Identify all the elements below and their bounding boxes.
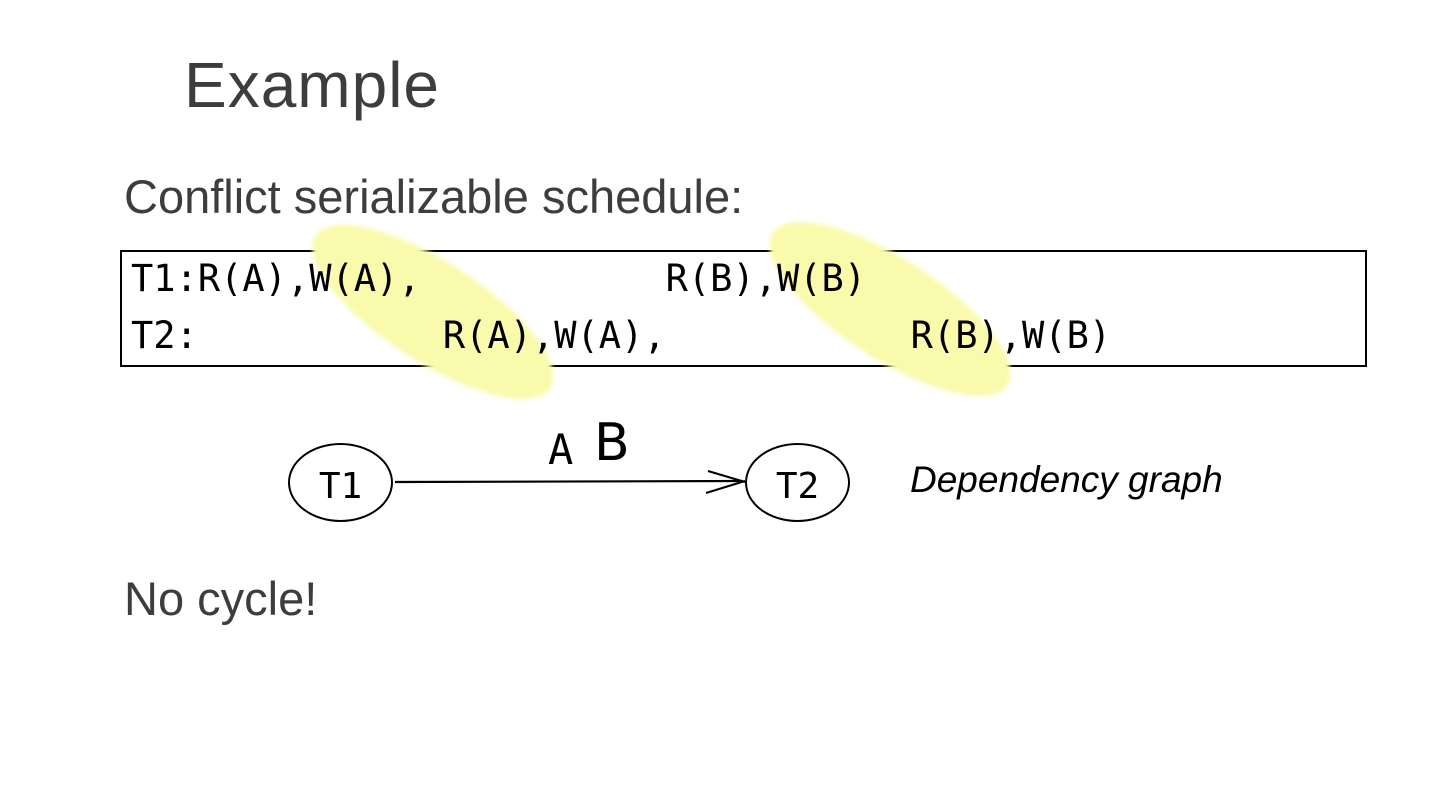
conclusion-text: No cycle! [124, 572, 318, 625]
edge-label-b: B [594, 413, 630, 473]
subtitle: Conflict serializable schedule: [124, 170, 744, 223]
dependency-edge-arrow [394, 469, 746, 495]
edge-label-a: A [548, 425, 574, 474]
graph-node-t2-label: T2 [775, 465, 820, 507]
graph-node-t1-label: T1 [318, 465, 363, 507]
dependency-graph-caption: Dependency graph [910, 459, 1223, 500]
page-title: Example [184, 49, 440, 121]
schedule-text: T1:R(A),W(A), R(B),W(B) T2: R(A),W(A), R(… [131, 250, 1111, 364]
schedule-line-t2: T2: R(A),W(A), R(B),W(B) [131, 314, 1112, 357]
graph-node-t1: T1 [288, 443, 393, 522]
schedule-line-t1: T1:R(A),W(A), R(B),W(B) [131, 257, 867, 300]
graph-node-t2: T2 [745, 443, 850, 522]
